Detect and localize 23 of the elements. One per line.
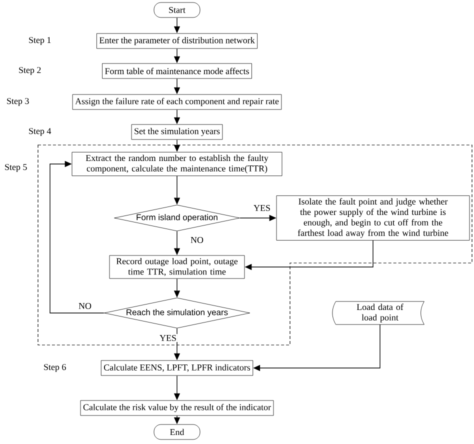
- edge-label: YES: [158, 334, 178, 342]
- edge-label: NO: [78, 302, 92, 310]
- process-box: Enter the parameter of distribution network: [96, 33, 258, 49]
- step-label: Step 6: [44, 364, 66, 372]
- process-box: Record outage load point, outage time TTR, simulation time: [109, 255, 245, 279]
- process-box: Extract the random number to establish the faulty component, calculate the maintenance time(TTR): [72, 152, 282, 176]
- process-box: Assign the failure rate of each component and repair rate: [72, 94, 282, 110]
- arrow: [50, 160, 104, 314]
- end-terminal: End: [154, 424, 200, 440]
- data-document: Load data of load point: [332, 301, 424, 325]
- edge-label: YES: [252, 204, 272, 212]
- step-label: Step 2: [19, 67, 41, 75]
- process-box: Isolate the fault point and judge whether the power supply of the wind turbine is enough, and begin to cut off from the farthest load away from the wind turbine: [276, 195, 470, 240]
- step-label: Step 3: [7, 98, 29, 106]
- process-box: Calculate the risk value by the result of the indicator: [80, 400, 274, 416]
- step-label: Step 4: [29, 128, 52, 136]
- edge-label: NO: [190, 236, 204, 244]
- process-box: Set the simulation years: [131, 124, 223, 140]
- process-box: Calculate EENS, LPFT, LPFR indicators: [100, 360, 254, 376]
- start-terminal: Start: [154, 2, 200, 18]
- step-label: Step 5: [5, 164, 27, 172]
- step-label: Step 1: [29, 37, 51, 45]
- process-box: Form table of maintenance mode affects: [102, 63, 252, 79]
